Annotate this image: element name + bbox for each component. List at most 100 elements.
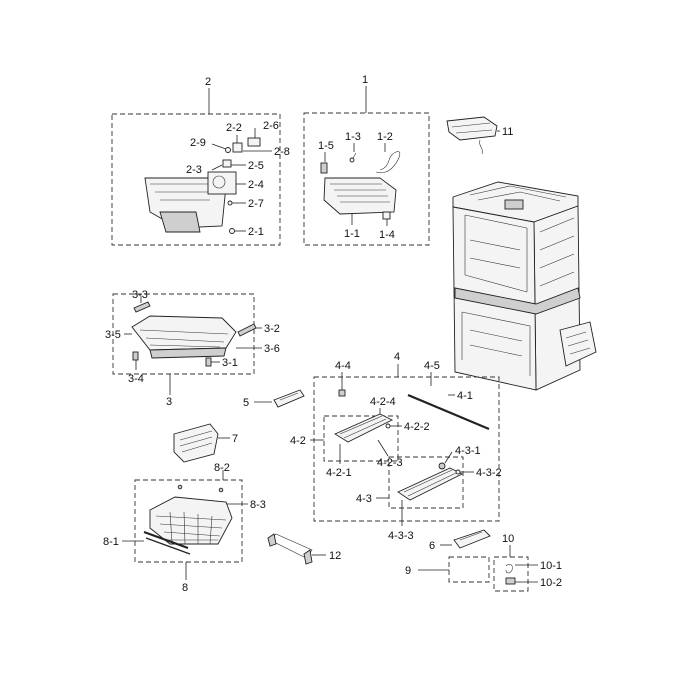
group-4-box [313, 376, 500, 522]
label-10-1: 10-1 [540, 560, 562, 572]
part-2-1-hinge [159, 211, 201, 233]
group-4-3-box [388, 456, 464, 509]
label-6: 6 [429, 540, 435, 552]
label-4-3-3: 4-3-3 [388, 530, 414, 542]
part-1-5 [320, 162, 328, 174]
group-2-box [111, 113, 281, 246]
label-2-4: 2-4 [248, 179, 264, 191]
label-3-3: 3-3 [132, 289, 148, 301]
part-10-1 [505, 564, 513, 574]
label-2-7: 2-7 [248, 198, 264, 210]
label-1-4: 1-4 [379, 229, 395, 241]
label-3-1: 3-1 [222, 357, 238, 369]
part-6-group: 6 [429, 529, 491, 552]
part-9-group: 9 [405, 556, 490, 583]
label-2-8: 2-8 [274, 146, 290, 158]
label-4-2-1: 4-2-1 [326, 467, 352, 479]
part-4-3-3 [397, 467, 464, 501]
label-2: 2 [205, 76, 211, 88]
label-10-2: 10-2 [540, 577, 562, 589]
part-11 [446, 116, 498, 141]
label-12: 12 [329, 550, 341, 562]
group-1: 1 1-1 1-5 1-3 1-2 1-4 [303, 74, 430, 246]
label-4-2-4: 4-2-4 [370, 396, 396, 408]
label-4-4: 4-4 [335, 360, 351, 372]
part-1-2 [375, 151, 401, 174]
label-4-2: 4-2 [290, 435, 306, 447]
part-5 [273, 389, 305, 408]
group-4-2-box [323, 415, 399, 462]
label-8: 8 [182, 582, 188, 594]
label-3-2: 3-2 [264, 323, 280, 335]
part-4-2-3 [334, 413, 394, 443]
label-2-3: 2-3 [186, 164, 202, 176]
cabinet-divider [454, 287, 581, 315]
label-4-1: 4-1 [457, 390, 473, 402]
label-3-4: 3-4 [128, 373, 144, 385]
part-5-group: 5 [243, 389, 305, 409]
label-1-3: 1-3 [345, 131, 361, 143]
cabinet-top-control [504, 199, 524, 210]
part-7-group: 7 [173, 423, 238, 463]
label-2-9: 2-9 [190, 137, 206, 149]
label-5: 5 [243, 397, 249, 409]
label-8-2: 8-2 [214, 462, 230, 474]
part-3-4 [132, 351, 139, 361]
label-4-3: 4-3 [356, 493, 372, 505]
part-2-5 [222, 159, 232, 168]
part-6 [453, 529, 491, 549]
part-1-4 [382, 211, 391, 220]
label-4: 4 [394, 351, 400, 363]
part-9-box [448, 556, 490, 583]
label-2-1: 2-1 [248, 226, 264, 238]
part-2-4 [207, 171, 237, 195]
group-4: 4 4-4 4-5 4-1 4-2 4-2-4 4-2-2 4-2-3 4-2-… [290, 351, 502, 542]
group-3-box [112, 293, 255, 375]
cabinet-compressor-area [559, 321, 597, 367]
label-7: 7 [232, 433, 238, 445]
label-1-1: 1-1 [344, 228, 360, 240]
label-4-5: 4-5 [424, 360, 440, 372]
label-1-5: 1-5 [318, 140, 334, 152]
part-8-1 [143, 531, 189, 549]
label-11: 11 [502, 126, 513, 138]
label-2-5: 2-5 [248, 160, 264, 172]
group-10-box [493, 556, 529, 592]
label-1-2: 1-2 [377, 131, 393, 143]
part-8-basket [149, 496, 233, 545]
group-8: 8 8-2 8-3 8-1 [103, 462, 266, 594]
group-8-box [134, 479, 243, 563]
part-4-1 [407, 393, 490, 431]
label-3-6: 3-6 [264, 343, 280, 355]
part-2-6 [247, 137, 261, 147]
label-8-3: 8-3 [250, 499, 266, 511]
group-10: 10 10-1 10-2 [493, 533, 562, 592]
label-4-2-3: 4-2-3 [377, 457, 403, 469]
refrigerator-cabinet [452, 181, 597, 391]
part-7 [173, 423, 219, 463]
part-12-group: 12 [267, 533, 341, 565]
group-1-box [303, 112, 430, 246]
label-1: 1 [362, 74, 368, 86]
label-2-2: 2-2 [226, 122, 242, 134]
label-10: 10 [502, 533, 514, 545]
part-2-2 [232, 142, 243, 153]
part-11-group: 11 [446, 116, 513, 155]
part-4-4 [338, 389, 346, 397]
part-10-2 [505, 577, 516, 585]
label-8-1: 8-1 [103, 536, 119, 548]
label-3-5: 3-5 [105, 329, 121, 341]
part-3-3 [133, 301, 151, 313]
group-3: 3 3-3 3-2 3-5 3-6 3-4 3-1 [105, 289, 280, 408]
label-4-2-2: 4-2-2 [404, 421, 430, 433]
label-4-3-1: 4-3-1 [455, 445, 481, 457]
part-3-2 [237, 323, 257, 337]
label-3: 3 [166, 396, 172, 408]
label-9: 9 [405, 565, 411, 577]
group-2: 2 2-1 2-4 2-7 2-5 2-3 2-9 2-2 2-6 2-8 [111, 76, 290, 246]
label-2-6: 2-6 [263, 120, 279, 132]
part-3-1 [205, 357, 212, 367]
part-3-drawer [131, 315, 237, 351]
label-4-3-2: 4-3-2 [476, 467, 502, 479]
